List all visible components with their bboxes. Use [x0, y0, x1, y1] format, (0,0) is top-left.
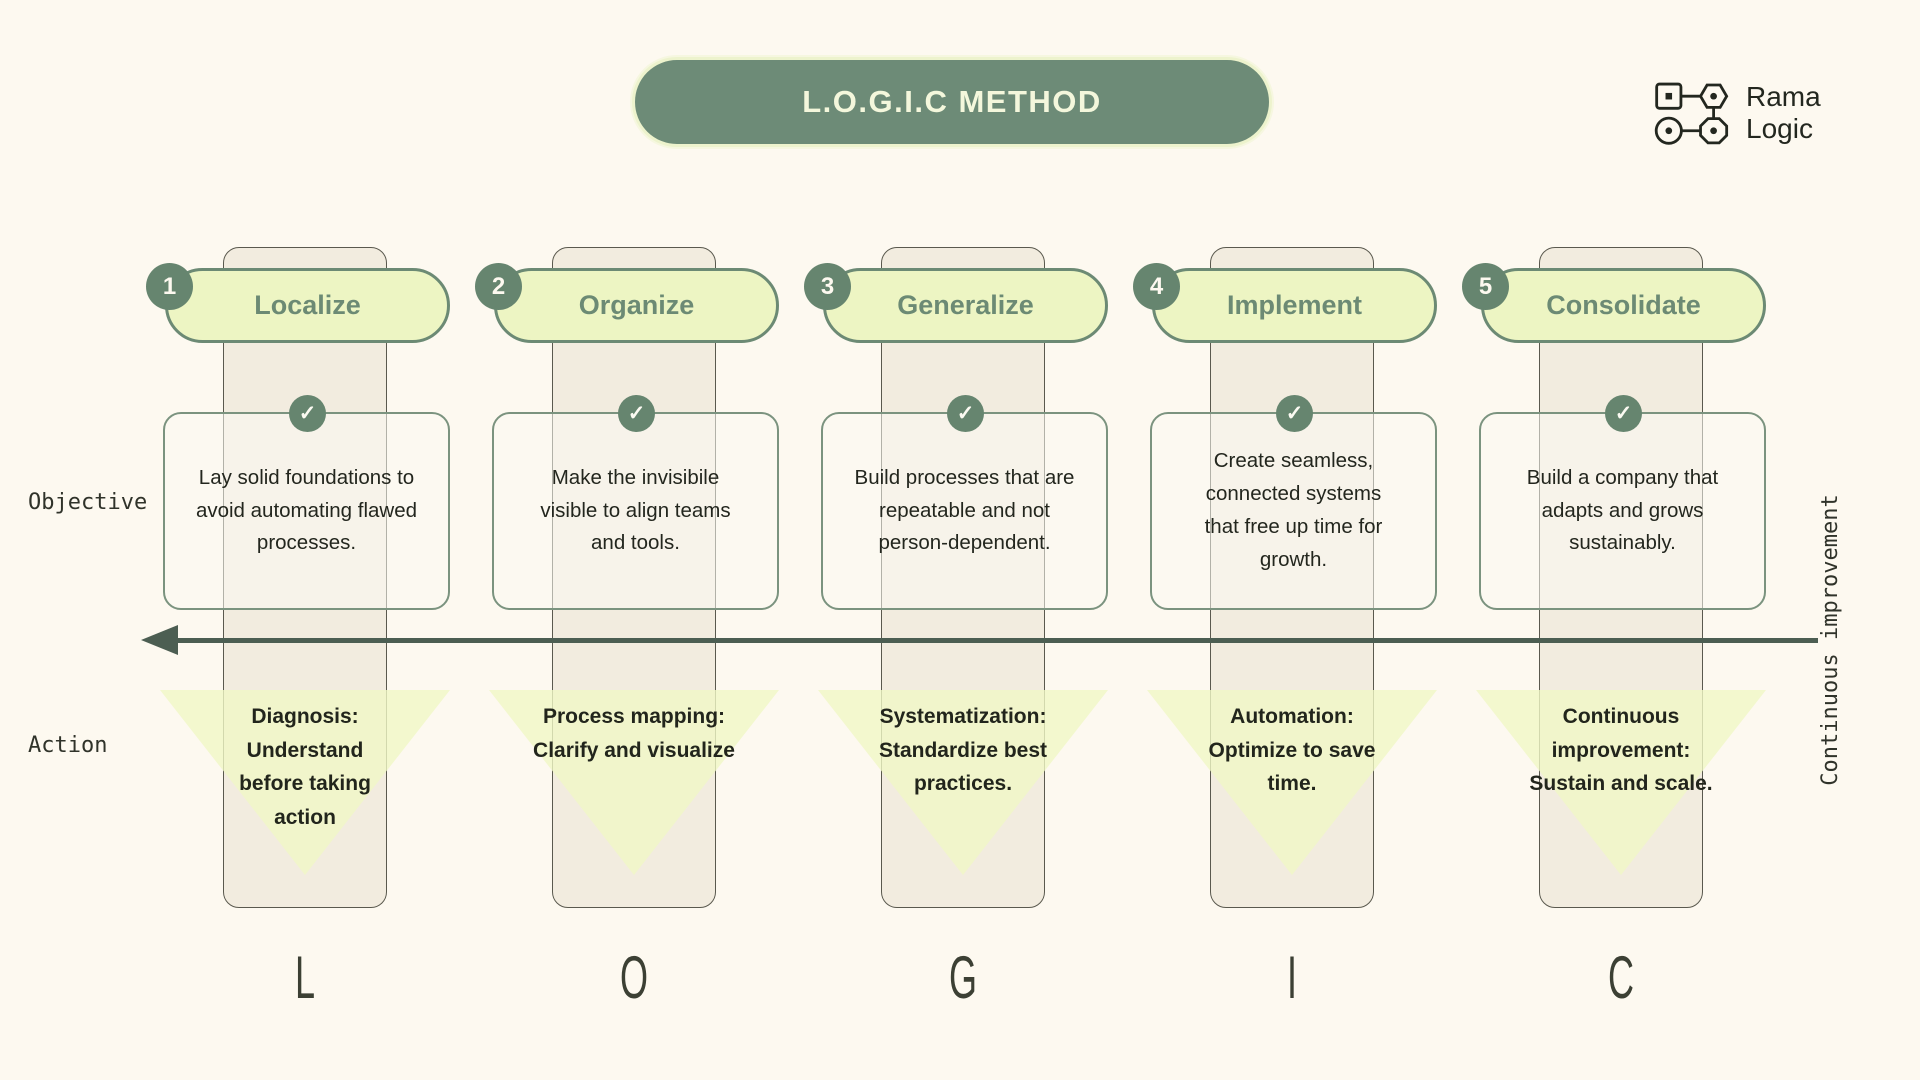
check-icon: ✓ [1605, 395, 1642, 432]
step-title-pill: Implement [1152, 268, 1437, 343]
step-number-badge: 5 [1462, 263, 1509, 310]
step-title: Implement [1226, 290, 1363, 320]
improvement-arrow-head-icon [141, 625, 178, 655]
brand-logo: Rama Logic [1652, 78, 1821, 148]
action-text: Systematization: Standardize best practi… [878, 705, 1048, 796]
action-text: Process mapping: Clarify and visualize [533, 705, 735, 762]
step-title: Consolidate [1546, 290, 1701, 320]
action-text: Automation: Optimize to save time. [1208, 705, 1376, 796]
logo-wordmark: Rama Logic [1746, 81, 1821, 145]
step-number: 2 [491, 272, 506, 300]
logo-line1: Rama [1746, 81, 1821, 112]
acronym-letter: I [1286, 944, 1297, 1011]
improvement-arrow-line [176, 638, 1818, 643]
step-column-organize: 2 Organize ✓ Make the invisibile visible… [469, 0, 799, 1080]
step-title-pill: Localize [165, 268, 450, 343]
acronym-letter: C [1607, 944, 1635, 1011]
step-number: 5 [1478, 272, 1493, 300]
row-label-objective: Objective [28, 490, 148, 515]
step-title-pill: Organize [494, 268, 779, 343]
action-text: Continuous improvement: Sustain and scal… [1529, 705, 1713, 796]
check-icon: ✓ [1276, 395, 1313, 432]
step-number: 1 [162, 272, 177, 300]
step-title-pill: Consolidate [1481, 268, 1766, 343]
objective-text: Build a company that adapts and grows su… [1526, 465, 1719, 555]
step-column-consolidate: 5 Consolidate ✓ Build a company that ada… [1456, 0, 1786, 1080]
step-title-pill: Generalize [823, 268, 1108, 343]
step-number-badge: 3 [804, 263, 851, 310]
action-text: Diagnosis: Understand before taking acti… [239, 705, 371, 829]
objective-card: Lay solid foundations to avoid automatin… [163, 412, 450, 610]
row-label-action: Action [28, 733, 108, 758]
logo-line2: Logic [1746, 113, 1813, 144]
objective-text: Create seamless, connected systems that … [1204, 449, 1383, 571]
step-title: Organize [578, 290, 695, 320]
step-number-badge: 2 [475, 263, 522, 310]
acronym-letter: G [948, 944, 977, 1011]
check-icon: ✓ [289, 395, 326, 432]
step-number-badge: 4 [1133, 263, 1180, 310]
logo-icon [1652, 78, 1736, 148]
continuous-improvement-label: Continuous improvement [1818, 494, 1843, 786]
step-title: Generalize [897, 290, 1034, 320]
objective-text: Build processes that are repeatable and … [854, 465, 1075, 555]
objective-text: Make the invisibile visible to align tea… [540, 465, 731, 555]
objective-card: Create seamless, connected systems that … [1150, 412, 1437, 610]
step-number: 3 [820, 272, 835, 300]
objective-card: Make the invisibile visible to align tea… [492, 412, 779, 610]
step-title: Localize [254, 290, 361, 320]
check-icon: ✓ [618, 395, 655, 432]
step-column-generalize: 3 Generalize ✓ Build processes that are … [798, 0, 1128, 1080]
step-number: 4 [1149, 272, 1164, 300]
check-icon: ✓ [947, 395, 984, 432]
page-title: L.O.G.I.C METHOD [802, 84, 1102, 119]
acronym-letter: L [294, 944, 316, 1011]
objective-card: Build a company that adapts and grows su… [1479, 412, 1766, 610]
step-column-implement: 4 Implement ✓ Create seamless, connected… [1127, 0, 1457, 1080]
title-banner: L.O.G.I.C METHOD [632, 57, 1272, 147]
step-number-badge: 1 [146, 263, 193, 310]
acronym-letter: O [619, 944, 648, 1011]
objective-card: Build processes that are repeatable and … [821, 412, 1108, 610]
objective-text: Lay solid foundations to avoid automatin… [195, 465, 418, 555]
step-column-localize: 1 Localize ✓ Lay solid foundations to av… [140, 0, 470, 1080]
